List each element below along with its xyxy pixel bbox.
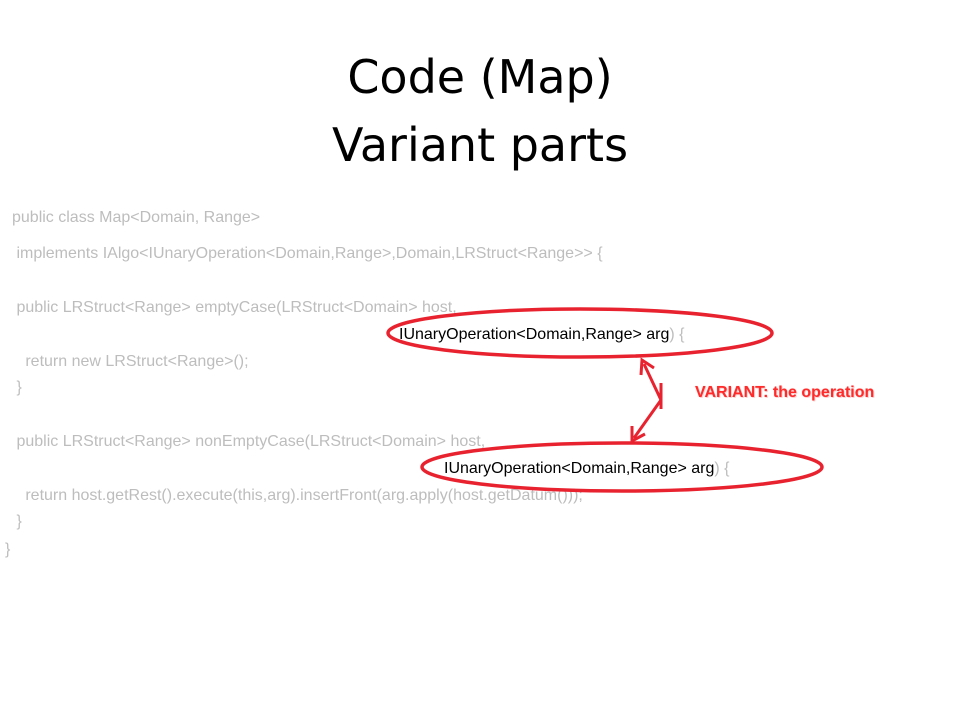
variant-annotation-label: VARIANT: the operation xyxy=(695,384,875,401)
arrow-down-head xyxy=(630,426,646,444)
nonempty-case-param-ellipse xyxy=(420,441,824,493)
empty-case-param-tail: ) { xyxy=(669,326,685,343)
code-line-nonempty-case-close: } xyxy=(12,513,22,530)
code-line-class-declaration: public class Map<Domain, Range> xyxy=(12,209,261,226)
code-line-nonempty-case-signature: public LRStruct<Range> nonEmptyCase(LRSt… xyxy=(12,433,486,450)
code-line-implements: implements IAlgo<IUnaryOperation<Domain,… xyxy=(12,245,603,262)
code-line-class-close: } xyxy=(5,541,11,558)
code-line-nonempty-case-return: return host.getRest().execute(this,arg).… xyxy=(12,487,583,504)
code-line-empty-case-return: return new LRStruct<Range>(); xyxy=(12,353,249,370)
arrow-down-shaft xyxy=(632,399,663,439)
arrow-up-shaft xyxy=(642,363,663,401)
code-line-nonempty-case-param: IUnaryOperation<Domain,Range> arg) { xyxy=(444,459,730,479)
code-line-empty-case-param: IUnaryOperation<Domain,Range> arg) { xyxy=(399,325,685,345)
empty-case-param-highlight: IUnaryOperation<Domain,Range> arg xyxy=(399,326,670,343)
slide-title-line-2: Variant parts xyxy=(331,118,629,172)
code-line-empty-case-close: } xyxy=(12,379,22,396)
arrow-up-head xyxy=(639,357,655,376)
code-line-empty-case-signature: public LRStruct<Range> emptyCase(LRStruc… xyxy=(12,299,457,316)
nonempty-case-param-highlight: IUnaryOperation<Domain,Range> arg xyxy=(444,460,715,477)
empty-case-param-ellipse xyxy=(386,307,774,359)
slide-title-line-1: Code (Map) xyxy=(347,50,613,104)
nonempty-case-param-tail: ) { xyxy=(714,460,730,477)
